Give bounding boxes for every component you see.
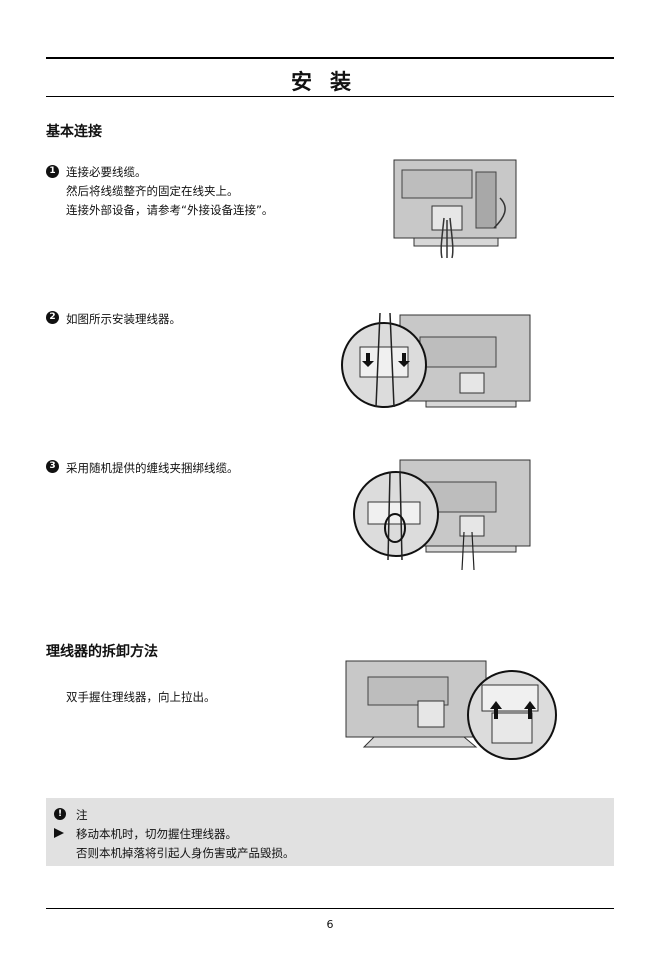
note-line-1: 移动本机时，切勿握住理线器。 [76,827,237,841]
footer-rule [46,908,614,909]
page-title: 安装 [291,70,369,94]
note-box: ! 注 移动本机时，切勿握住理线器。 否则本机掉落将引起人身伤害或产品毁损。 [46,798,614,866]
remove-cable-manager-figure [345,660,557,760]
step-2-marker: 2 [46,311,59,324]
warning-icon: ! [54,808,66,820]
note-label: 注 [76,808,88,822]
page-number: 6 [326,918,334,931]
header-top-rule [46,57,614,59]
section-heading-basic-connection: 基本连接 [46,124,102,140]
header-bottom-rule [46,96,614,97]
step-1-line-2: 然后将线缆整齐的固定在线夹上。 [66,184,239,198]
cable-tie-figure [353,459,531,571]
step-3-line-1: 采用随机提供的缠线夹捆绑线缆。 [66,461,239,475]
section-heading-removal: 理线器的拆卸方法 [46,644,158,660]
install-cable-manager-figure [341,312,531,408]
removal-instruction: 双手握住理线器，向上拉出。 [66,690,216,704]
arrow-right-icon [54,828,64,838]
step-1-line-1: 连接必要线缆。 [66,165,147,179]
step-1-marker: 1 [46,165,59,178]
step-3-marker: 3 [46,460,59,473]
step-1-line-3: 连接外部设备，请参考“外接设备连接”。 [66,203,274,217]
tv-back-cables-figure [393,159,517,259]
step-2-line-1: 如图所示安装理线器。 [66,312,181,326]
note-line-2: 否则本机掉落将引起人身伤害或产品毁损。 [76,846,295,860]
